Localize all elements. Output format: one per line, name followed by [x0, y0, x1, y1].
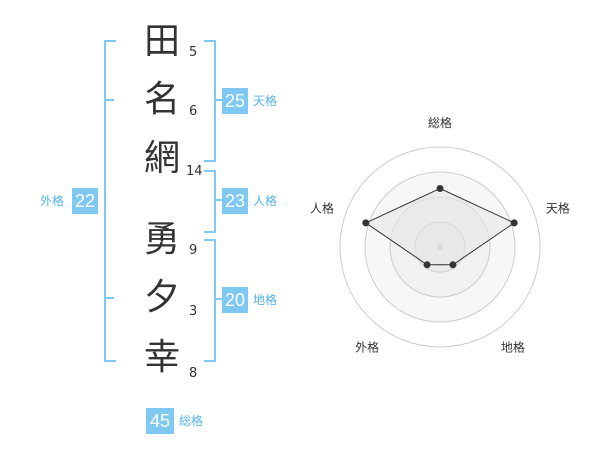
given-char-2: 夕 — [143, 277, 180, 318]
radar-axis-label-1: 総格 — [428, 115, 452, 130]
surname-strokes-3: 14 — [186, 164, 203, 179]
given-char-3: 幸 — [143, 337, 180, 378]
gaikaku-bracket — [104, 40, 116, 362]
surname-char-3: 網 — [143, 138, 180, 179]
chikaku-value: 20 — [222, 287, 248, 313]
soukaku-label: 総格 — [179, 414, 204, 428]
jinkaku-label: 人格 — [253, 194, 278, 208]
radar-axis-label-4: 外格 — [355, 339, 379, 354]
jinkaku-value: 23 — [222, 188, 248, 214]
tenkaku-value: 25 — [222, 88, 248, 114]
radar-point-3 — [449, 261, 457, 269]
given-strokes-1: 9 — [189, 243, 198, 258]
given-char-1: 勇 — [143, 219, 180, 260]
radar-axis-label-5: 人格 — [310, 201, 334, 216]
radar-point-2 — [510, 219, 518, 227]
radar-point-1 — [436, 185, 444, 192]
tenkaku-bracket — [204, 40, 216, 162]
given-strokes-3: 8 — [189, 366, 198, 381]
gaikaku-value: 22 — [72, 188, 98, 214]
radar-point-5 — [362, 219, 370, 227]
radar-point-4 — [423, 261, 431, 269]
tenkaku-label: 天格 — [253, 94, 278, 108]
gaikaku-tick-upper — [104, 99, 114, 101]
radar-polygon — [364, 187, 516, 266]
tenkaku-connector — [214, 99, 222, 101]
gaikaku-label: 外格 — [40, 194, 65, 208]
radar-axis-label-3: 地格 — [501, 339, 525, 354]
given-strokes-2: 3 — [189, 304, 198, 319]
surname-strokes-1: 5 — [189, 45, 198, 60]
radar-axis-label-2: 天格 — [546, 201, 570, 216]
surname-char-1: 田 — [143, 21, 180, 62]
surname-char-2: 名 — [143, 79, 180, 120]
jinkaku-connector — [214, 199, 222, 201]
soukaku-value: 45 — [146, 408, 174, 434]
jinkaku-bracket — [204, 170, 216, 233]
gaikaku-tick-lower — [104, 297, 114, 299]
chikaku-bracket — [204, 239, 216, 362]
chikaku-label: 地格 — [253, 293, 278, 307]
chikaku-connector — [214, 298, 222, 300]
surname-strokes-2: 6 — [189, 104, 198, 119]
